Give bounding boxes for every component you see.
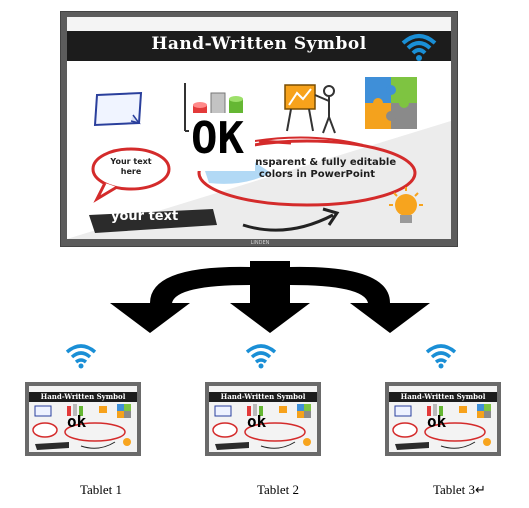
- arrow-curve-right: [290, 266, 430, 333]
- tablet-screen: Hand-Written Symbol ok: [389, 386, 497, 452]
- tablet-thumbnail: [392, 404, 491, 450]
- arrow-curve-left: [110, 266, 250, 333]
- callout-text: Transparent & fully editable colors in P…: [237, 157, 397, 180]
- tablet-label: Tablet 1: [80, 482, 123, 497]
- background-sweep: [67, 61, 451, 239]
- wifi-icon: [65, 344, 97, 369]
- presentation-icon: [284, 84, 336, 134]
- tablet-thumbnail: [212, 404, 311, 450]
- title-bar: [67, 31, 451, 61]
- wifi-icon: [425, 344, 457, 369]
- tablet-title: Hand-Written Symbol: [40, 392, 126, 401]
- tablet-2: Hand-Written Symbol ok Tablet 2: [205, 340, 325, 497]
- tablet-label: Tablet 2: [257, 482, 300, 497]
- tablet-title-bar: [389, 392, 497, 402]
- display-screen: Hand-Written Symbol: [67, 17, 451, 239]
- tablet-3: Hand-Written Symbol ok Tablet 3↵: [385, 340, 515, 497]
- tablet-screen: Hand-Written Symbol ok: [29, 386, 137, 452]
- puzzle-icon: [365, 77, 417, 129]
- tablet-screen: Hand-Written Symbol ok: [209, 386, 317, 452]
- page-icon: [93, 91, 143, 127]
- tablet-title-bar: [29, 392, 137, 402]
- ok-overlay: OK: [191, 113, 244, 164]
- tablet-ok-overlay: ok: [427, 412, 447, 431]
- tablet-frame: Hand-Written Symbol ok: [25, 382, 141, 456]
- red-underline: [258, 139, 292, 145]
- wifi-icon: [245, 344, 277, 369]
- tablet-frame: Hand-Written Symbol ok: [385, 382, 501, 456]
- speech-text: Your text here: [110, 157, 152, 176]
- brand-label: LINDEN: [250, 240, 270, 246]
- display-title: Hand-Written Symbol: [151, 34, 367, 54]
- tablet-frame: Hand-Written Symbol ok: [205, 382, 321, 456]
- curved-arrow-icon: [242, 207, 340, 232]
- tablet-thumbnail: [32, 404, 131, 450]
- tablet-title-bar: [209, 392, 317, 402]
- ok-overlay-bg: [189, 113, 255, 171]
- tablet-title: Hand-Written Symbol: [400, 392, 486, 401]
- tablet-title: Hand-Written Symbol: [220, 392, 306, 401]
- banner-brush: [89, 209, 217, 233]
- banner-text: your text: [111, 209, 179, 224]
- tablet-ok-overlay: ok: [247, 412, 267, 431]
- tablet-label: Tablet 3↵: [433, 482, 486, 497]
- main-display: Hand-Written Symbol: [60, 11, 458, 247]
- callout-oval: [197, 136, 417, 207]
- tablet-1: Hand-Written Symbol ok Tablet 1: [25, 340, 145, 497]
- lightbulb-icon: [389, 187, 423, 223]
- tablet-ok-overlay: ok: [67, 412, 87, 431]
- wifi-icon: [401, 34, 437, 61]
- distribution-arrows: [110, 261, 430, 333]
- speech-bubble-icon: [91, 147, 171, 203]
